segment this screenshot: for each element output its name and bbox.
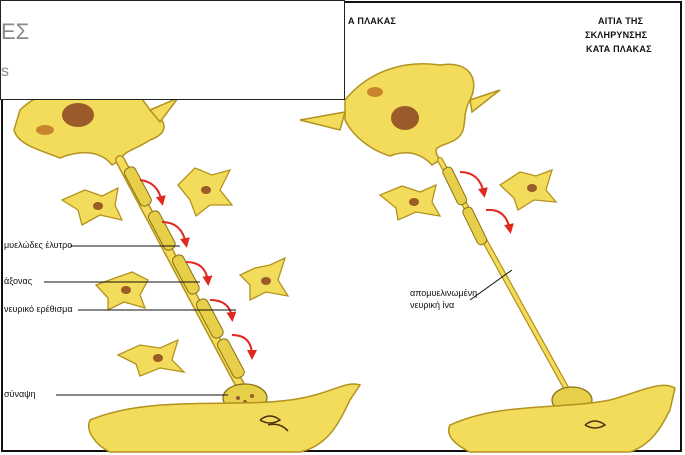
label-axon: άξονας — [4, 276, 32, 286]
header-right-line3: ΚΑΤΑ ΠΛΑΚΑΣ — [586, 44, 652, 54]
overlay-subtitle-fragment: s — [1, 63, 9, 81]
label-demyelinated-line2: νευρική ίνα — [410, 300, 454, 310]
overlay-title-fragment: ΕΣ — [1, 19, 29, 45]
header-right-line2: ΣΚΛΗΡΥΝΣΗΣ — [585, 30, 647, 40]
label-myelin: μυελώδες έλυτρο — [4, 240, 72, 250]
right-neuron-nucleus — [391, 106, 419, 130]
label-demyelinated-line1: απομυελινωμένη — [410, 288, 477, 298]
header-right-line1: ΑΙΤΙΑ ΤΗΣ — [598, 16, 643, 26]
left-neuron-nucleus — [62, 103, 94, 127]
label-impulse: νευρικό ερέθισμα — [4, 304, 73, 314]
header-left: Α ΠΛΑΚΑΣ — [348, 16, 396, 26]
overlay-box: ΕΣ s — [0, 0, 345, 100]
label-synapse: σύναψη — [4, 389, 36, 399]
